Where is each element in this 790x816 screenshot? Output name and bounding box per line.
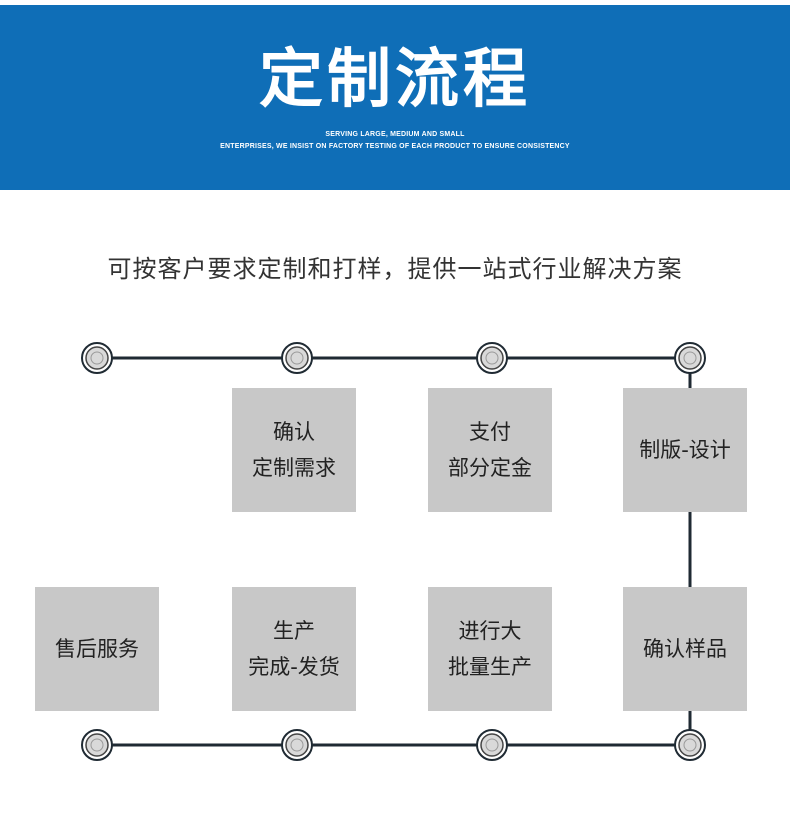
- header-banner: 定制流程 SERVING LARGE, MEDIUM AND SMALL ENT…: [0, 5, 790, 190]
- top-node-1: [81, 342, 113, 374]
- step-mass-production: 进行大 批量生产: [428, 587, 552, 711]
- bottom-node-2: [281, 729, 313, 761]
- top-node-3: [476, 342, 508, 374]
- step-label-line-1: 售后服务: [55, 637, 139, 661]
- banner-subtitle-line-1: SERVING LARGE, MEDIUM AND SMALL: [325, 131, 465, 138]
- step-label-line-1: 确认: [273, 420, 315, 444]
- step-label-line-2: 部分定金: [448, 456, 532, 480]
- bottom-node-3: [476, 729, 508, 761]
- banner-title: 定制流程: [259, 43, 531, 117]
- step-label-line-1: 支付: [469, 420, 511, 444]
- step-label-line-1: 进行大: [458, 619, 522, 643]
- top-node-2: [281, 342, 313, 374]
- bottom-node-4: [674, 729, 706, 761]
- step-confirm-requirements: 确认 定制需求: [232, 388, 356, 512]
- step-confirm-sample: 确认样品: [623, 587, 747, 711]
- step-production-shipping: 生产 完成-发货: [232, 587, 356, 711]
- step-label-line-1: 制版-设计: [639, 438, 731, 462]
- step-label-line-2: 批量生产: [448, 655, 532, 679]
- step-label-line-1: 生产: [273, 619, 315, 643]
- headline: 可按客户要求定制和打样，提供一站式行业解决方案: [107, 255, 683, 283]
- step-payment: 支付 部分定金: [428, 388, 552, 512]
- connector-lines: [97, 356, 692, 747]
- banner-subtitle-line-2: ENTERPRISES, WE INSIST ON FACTORY TESTIN…: [220, 143, 570, 150]
- step-label-line-2: 定制需求: [252, 456, 336, 480]
- bottom-node-1: [81, 729, 113, 761]
- step-design: 制版-设计: [623, 388, 747, 512]
- step-label-line-2: 完成-发货: [248, 655, 340, 679]
- step-after-sales: 售后服务: [35, 587, 159, 711]
- top-node-4: [674, 342, 706, 374]
- step-label-line-1: 确认样品: [643, 637, 727, 661]
